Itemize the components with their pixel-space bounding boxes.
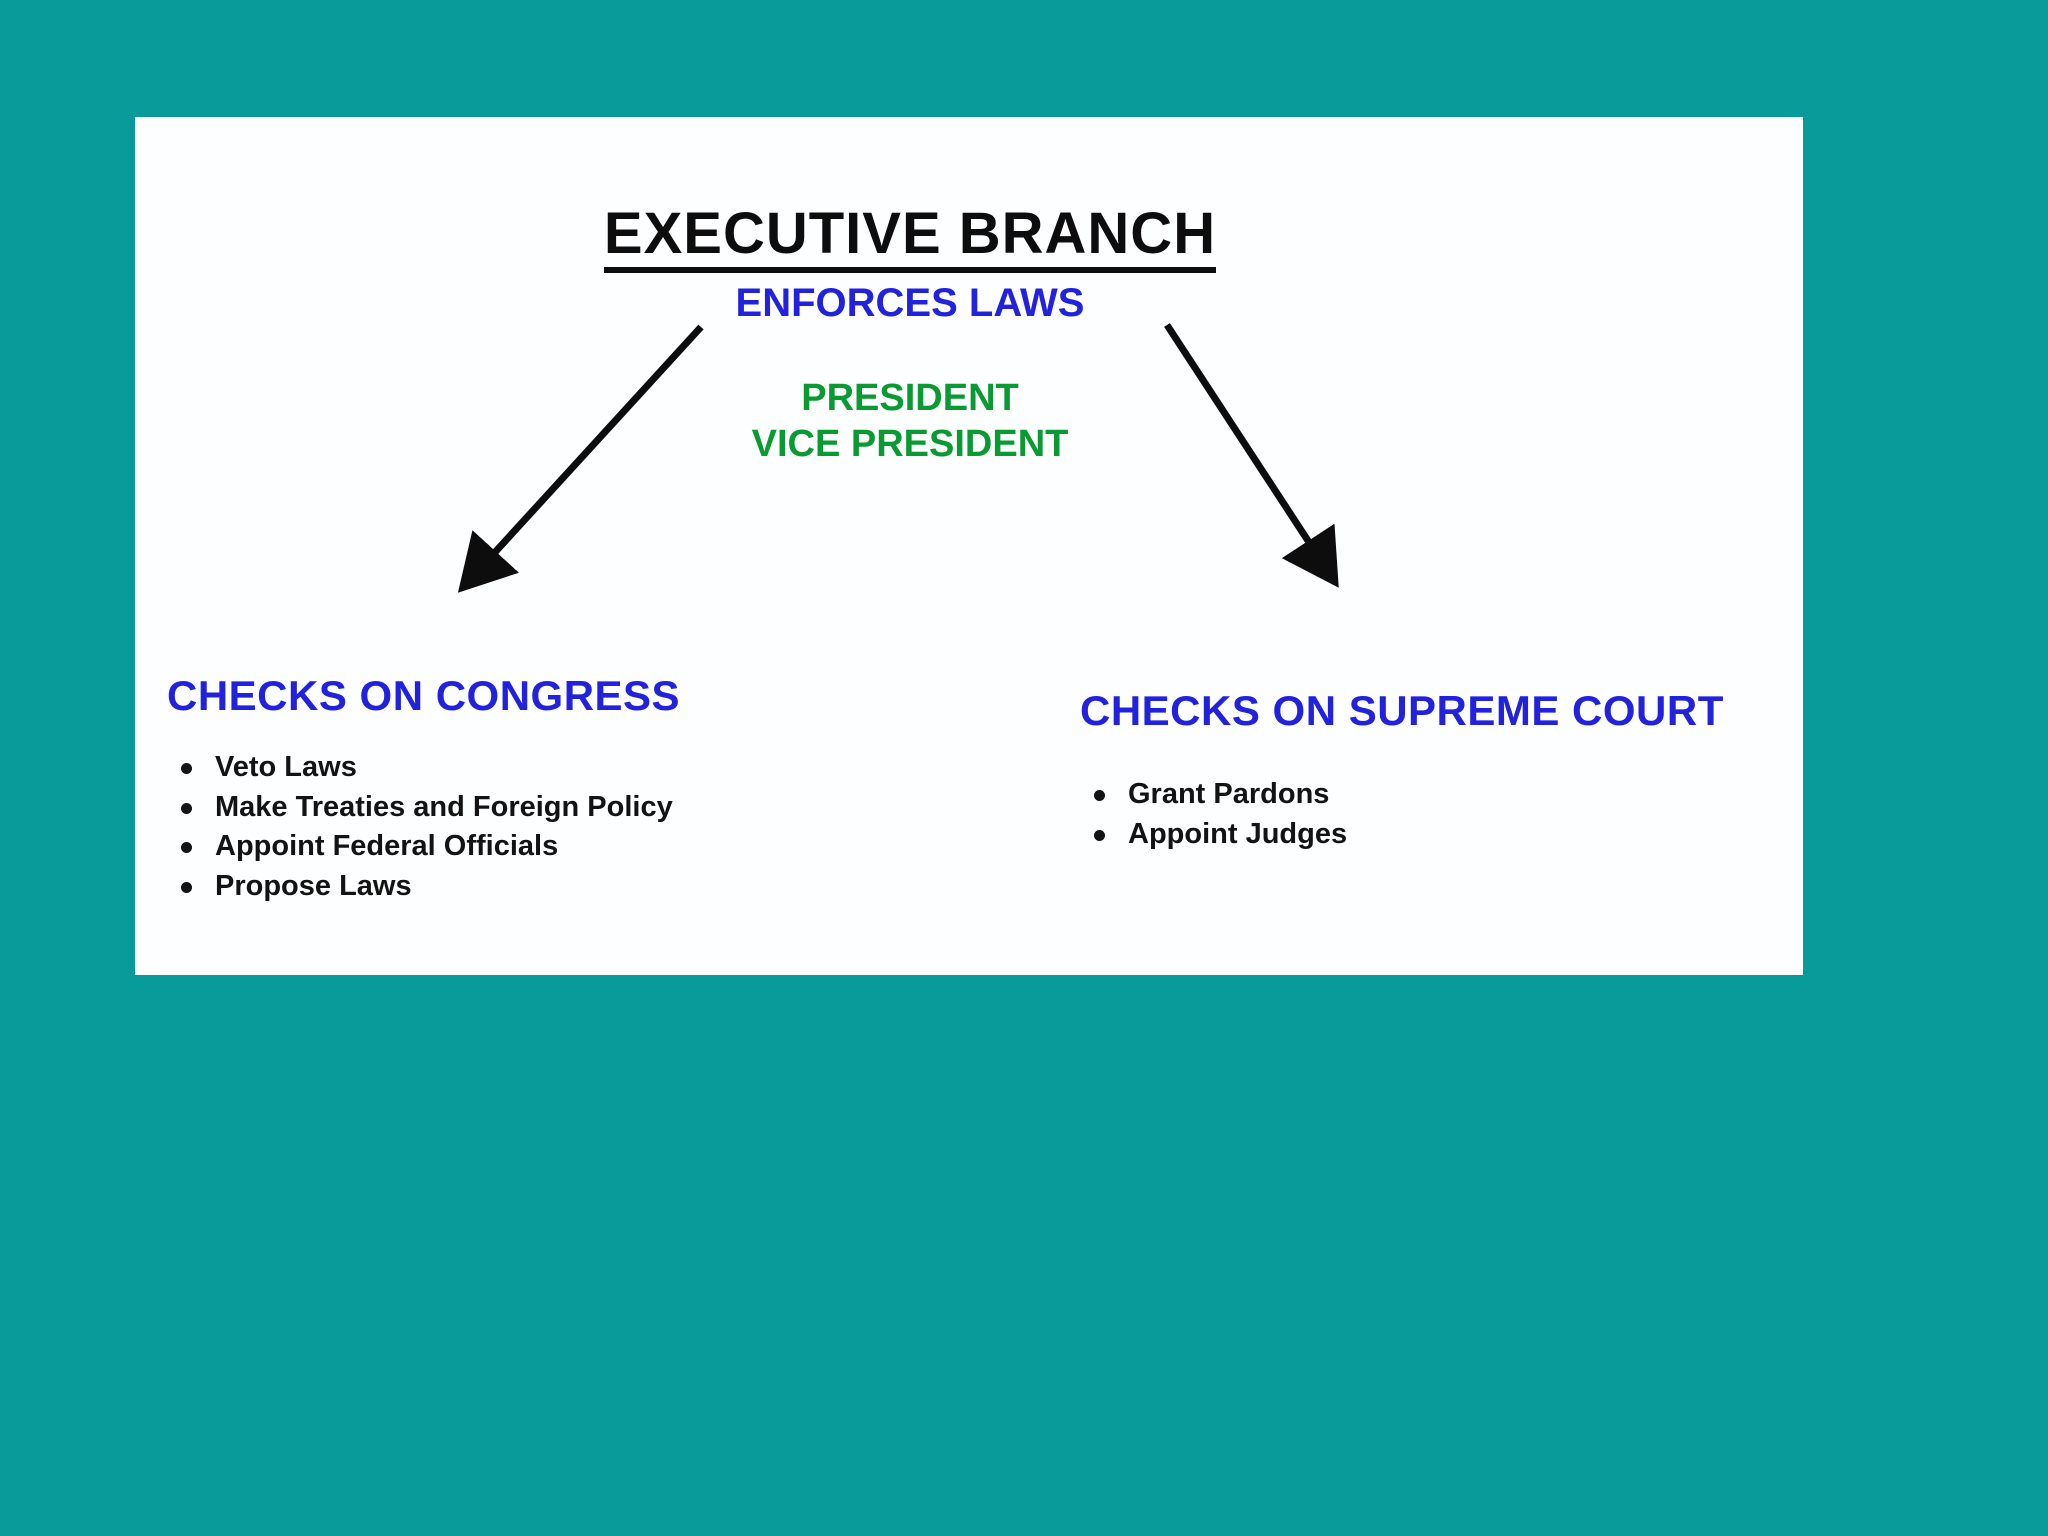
list-item: Appoint Federal Officials (167, 827, 887, 867)
branch-members: PRESIDENT VICE PRESIDENT (135, 375, 1685, 468)
member-vice-president: VICE PRESIDENT (751, 423, 1069, 466)
checks-on-congress-section: CHECKS ON CONGRESS Veto Laws Make Treati… (167, 672, 887, 907)
page-title: EXECUTIVE BRANCH (603, 205, 1217, 273)
branch-function-label: ENFORCES LAWS (735, 281, 1085, 325)
list-item: Appoint Judges (1080, 815, 1780, 855)
checks-on-supreme-court-list: Grant Pardons Appoint Judges (1080, 775, 1780, 854)
list-item: Propose Laws (167, 867, 887, 907)
member-president: PRESIDENT (801, 377, 1019, 419)
list-item: Grant Pardons (1080, 775, 1780, 815)
list-item: Veto Laws (167, 748, 887, 788)
checks-on-congress-heading: CHECKS ON CONGRESS (167, 672, 681, 719)
checks-on-supreme-court-section: CHECKS ON SUPREME COURT Grant Pardons Ap… (1080, 687, 1780, 854)
checks-on-congress-list: Veto Laws Make Treaties and Foreign Poli… (167, 748, 887, 907)
checks-on-supreme-court-heading: CHECKS ON SUPREME COURT (1080, 687, 1724, 734)
header-block: EXECUTIVE BRANCH ENFORCES LAWS (135, 205, 1685, 325)
diagram-panel: EXECUTIVE BRANCH ENFORCES LAWS PRESIDENT… (135, 117, 1803, 975)
list-item: Make Treaties and Foreign Policy (167, 788, 887, 828)
